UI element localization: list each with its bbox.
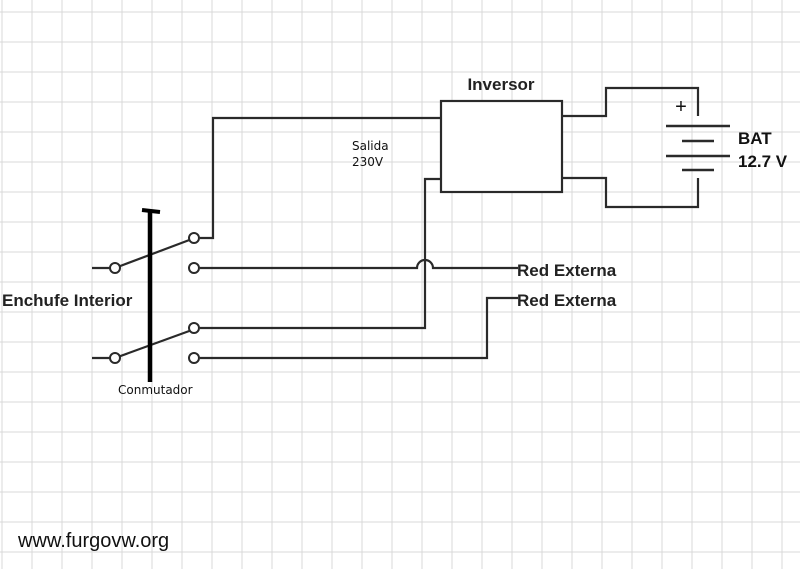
output-label: Salida [352,139,389,153]
battery-plus-sign: + [675,96,687,118]
inverter-box [439,99,564,194]
switch-lever [141,208,161,382]
wire-battery-positive [562,86,700,118]
switch-terminal-common-top [109,262,121,274]
battery-label: BAT [738,129,772,148]
switch-terminal-red-bottom [188,352,200,364]
wire-red-externa-1 [200,258,518,270]
inverter-label: Inversor [467,75,534,94]
red-externa-label-2: Red Externa [517,291,617,310]
switch-blade-bottom [114,328,193,360]
output-voltage: 230V [352,155,384,169]
battery-symbol [666,124,730,172]
battery-voltage: 12.7 V [738,152,788,171]
wire-red-externa-2 [200,296,518,360]
wire-inverter-out-bottom [200,177,441,330]
switch-terminal-inverter-top [188,232,200,244]
red-externa-label-1: Red Externa [517,261,617,280]
switch-terminal-inverter-bottom [188,322,200,334]
watermark: www.furgovw.org [17,530,169,552]
switch-terminal-common-bottom [109,352,121,364]
switch-blade-top [114,237,193,270]
wire-battery-negative [562,176,700,209]
wire-inverter-out-top [200,116,441,240]
conmutador-label: Conmutador [118,383,193,397]
enchufe-interior-label: Enchufe Interior [2,291,133,310]
switch-terminal-red-top [188,262,200,274]
